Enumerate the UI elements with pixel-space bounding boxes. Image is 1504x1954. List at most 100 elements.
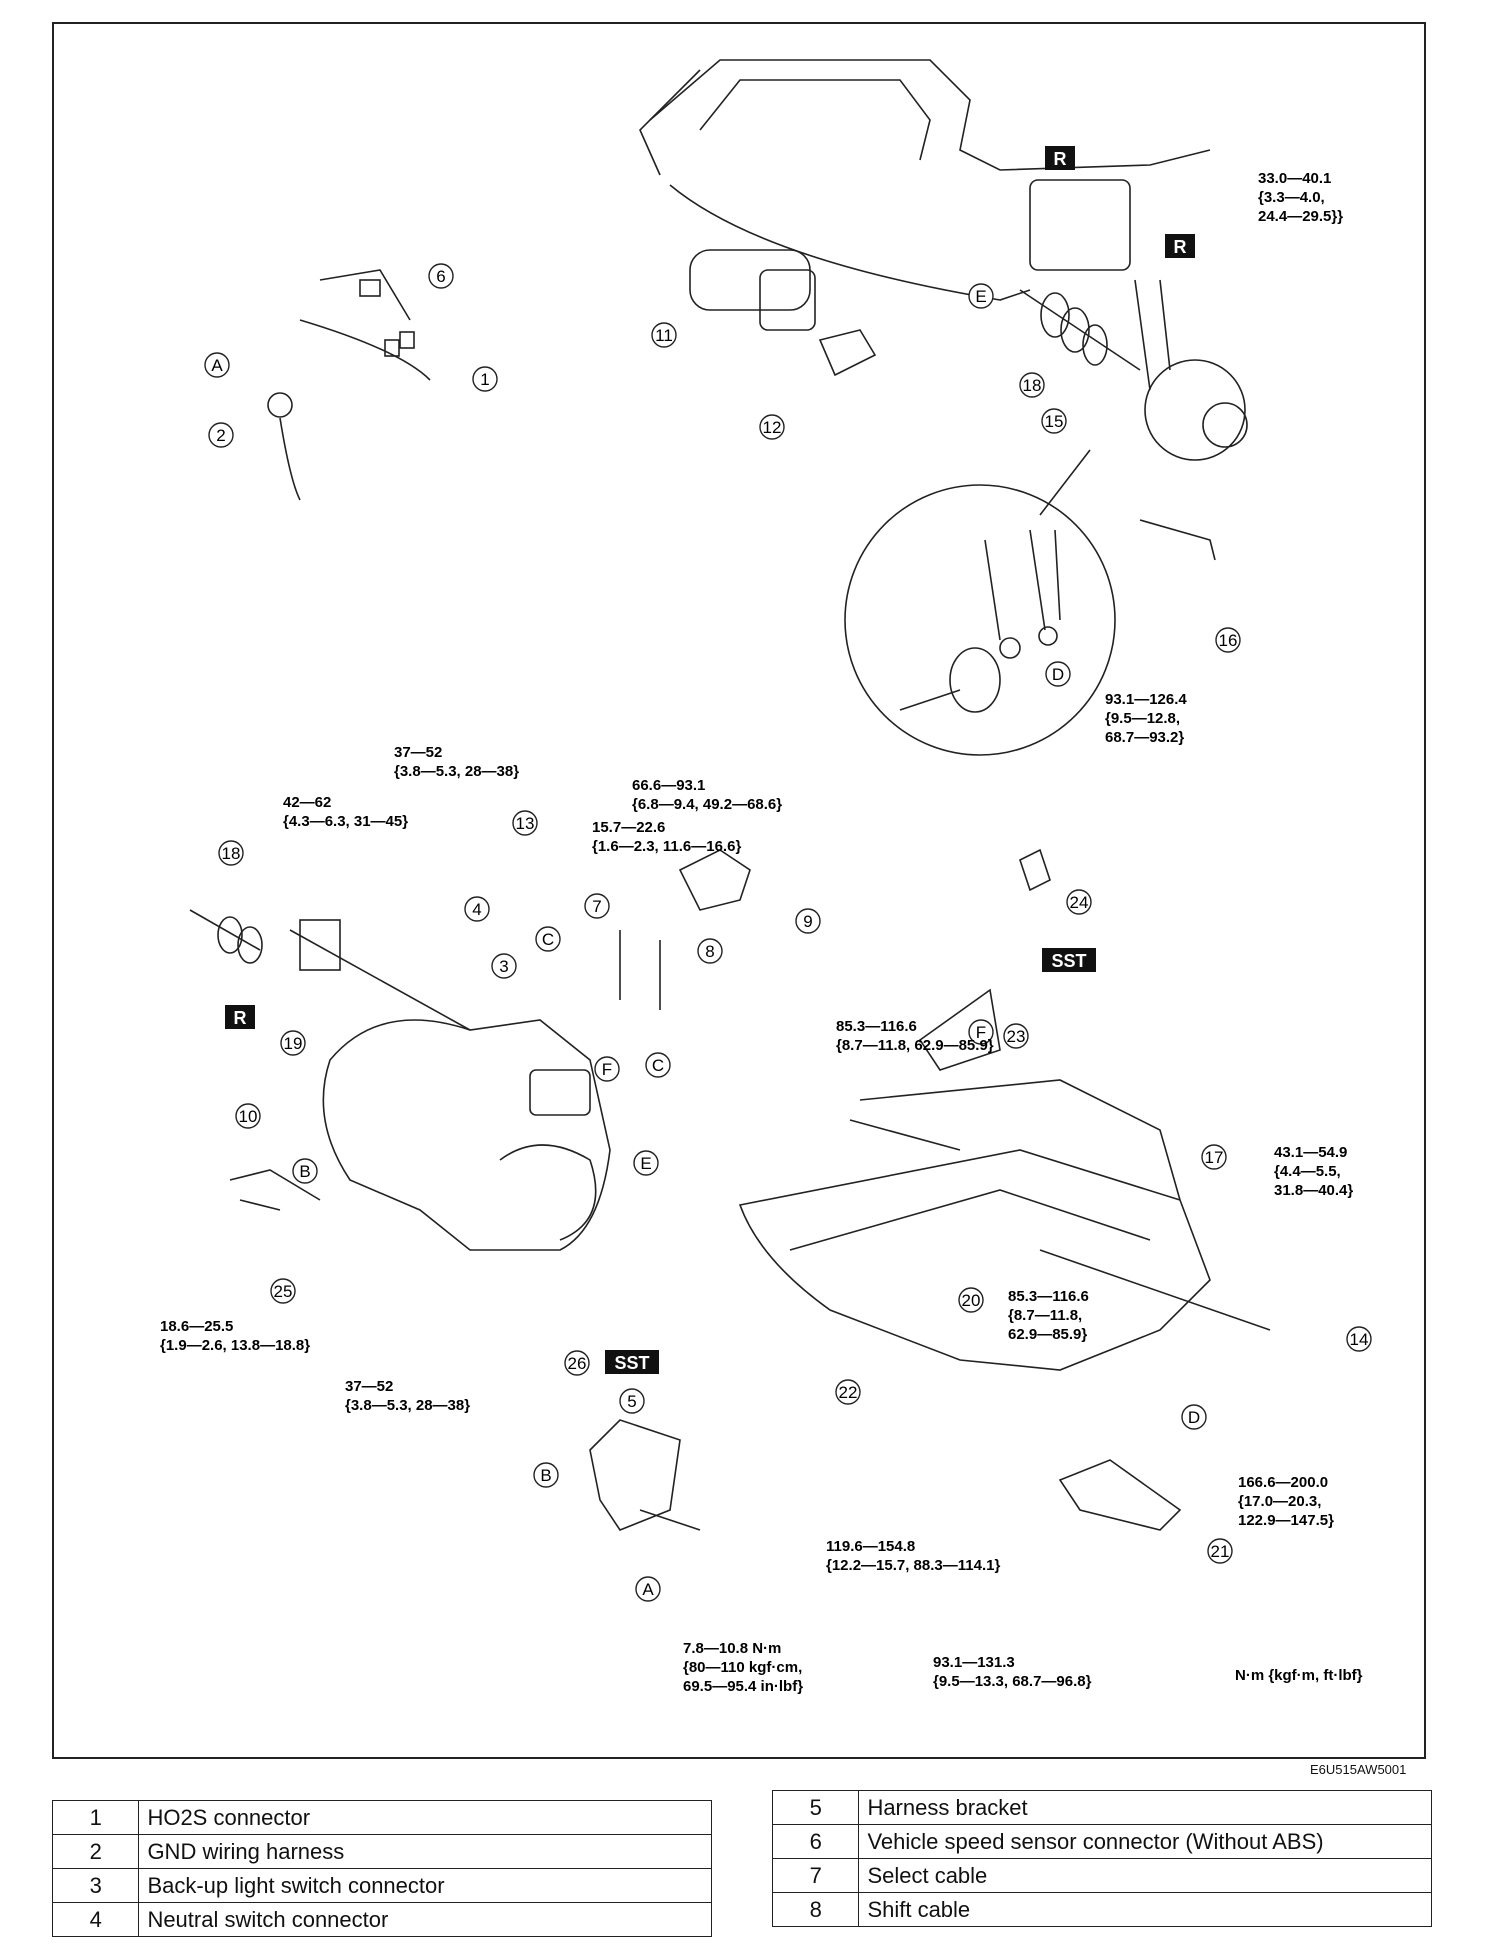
svg-text:20: 20	[962, 1291, 981, 1310]
callout-1: 1	[472, 366, 498, 392]
torque-line: {1.6—2.3, 11.6—16.6}	[592, 838, 741, 855]
drive-shaft-upper	[1019, 289, 1141, 371]
callout-layer: 1234567891011121314151617181819202122232…	[204, 146, 1372, 1602]
torque-line: 31.8—40.4}	[1274, 1182, 1353, 1199]
select-shift-cables	[619, 930, 661, 1010]
diagram-frame	[52, 22, 1426, 1759]
legend-num: 2	[51, 1834, 140, 1869]
shift-cable-bracket	[229, 1169, 321, 1211]
svg-text:SST: SST	[614, 1353, 649, 1373]
engine-outline	[649, 59, 1211, 171]
torque-line: 119.6—154.8	[826, 1538, 915, 1555]
callout-c2: C	[645, 1052, 671, 1078]
torque-spec-t15: 93.1—131.3{9.5—13.3, 68.7—96.8}	[933, 1654, 1092, 1690]
callout-24: 24	[1066, 889, 1092, 915]
legend-label: HO2S connector	[138, 1800, 712, 1835]
svg-text:D: D	[1188, 1408, 1200, 1427]
torque-spec-t10: 18.6—25.5{1.9—2.6, 13.8—18.8}	[160, 1318, 310, 1354]
callout-26: 26	[564, 1350, 590, 1376]
harness-bracket-bolt	[639, 1509, 701, 1531]
callout-19: 19	[280, 1030, 306, 1056]
legend-label: Harness bracket	[858, 1790, 1432, 1825]
svg-text:C: C	[652, 1056, 664, 1075]
legend-label: GND wiring harness	[138, 1834, 712, 1869]
callout-3: 3	[491, 953, 517, 979]
legend-label: Select cable	[858, 1858, 1432, 1893]
callout-a2: A	[635, 1576, 661, 1602]
torque-line: 122.9—147.5}	[1238, 1512, 1334, 1529]
svg-text:F: F	[976, 1023, 986, 1042]
callout-7: 7	[584, 893, 610, 919]
harness-bracket	[589, 1419, 681, 1531]
svg-text:17: 17	[1205, 1148, 1224, 1167]
starter-motor	[689, 249, 877, 377]
callout-d1: D	[1045, 661, 1071, 687]
torque-spec-t3: 37—52{3.8—5.3, 28—38}	[394, 744, 519, 780]
callout-4: 4	[464, 896, 490, 922]
callout-6: 6	[428, 263, 454, 289]
steering-knuckle	[1134, 279, 1248, 461]
svg-text:13: 13	[516, 814, 535, 833]
torque-layer: 33.0—40.1{3.3—4.0,24.4—29.5}}93.1—126.4{…	[160, 170, 1353, 1695]
torque-line: {4.3—6.3, 31—45}	[283, 813, 408, 830]
svg-text:16: 16	[1219, 631, 1238, 650]
callout-12: 12	[759, 414, 785, 440]
torque-line: {9.5—12.8,	[1105, 710, 1180, 727]
callout-21: 21	[1207, 1538, 1233, 1564]
svg-text:4: 4	[472, 900, 481, 919]
callout-b1: B	[292, 1158, 318, 1184]
cable-bracket	[678, 849, 751, 911]
svg-text:14: 14	[1350, 1330, 1369, 1349]
svg-text:24: 24	[1070, 893, 1089, 912]
torque-line: 68.7—93.2}	[1105, 729, 1184, 746]
legend-label: Neutral switch connector	[138, 1902, 712, 1937]
svg-text:18: 18	[1023, 376, 1042, 395]
tie-rod-end	[1139, 519, 1216, 561]
legend-num: 7	[771, 1858, 860, 1893]
svg-text:1: 1	[480, 370, 489, 389]
callout-22: 22	[835, 1379, 861, 1405]
callout-f2: F	[968, 1019, 994, 1045]
units-note: N·m {kgf·m, ft·lbf}	[1235, 1667, 1363, 1684]
torque-line: 37—52	[345, 1378, 393, 1395]
callout-e2: E	[633, 1150, 659, 1176]
torque-spec-t8: 43.1—54.9{4.4—5.5,31.8—40.4}	[1274, 1144, 1353, 1199]
callout-18a: 18	[218, 840, 244, 866]
svg-text:C: C	[542, 930, 554, 949]
svg-text:12: 12	[763, 418, 782, 437]
torque-line: {4.4—5.5,	[1274, 1163, 1341, 1180]
callout-9: 9	[795, 908, 821, 934]
svg-text:23: 23	[1007, 1027, 1026, 1046]
speed-sensor-connector	[359, 279, 381, 297]
legend-num: 6	[771, 1824, 860, 1859]
torque-line: 42—62	[283, 794, 331, 811]
torque-line: {12.2—15.7, 88.3—114.1}	[826, 1557, 1000, 1574]
svg-text:15: 15	[1045, 412, 1064, 431]
transaxle-mount	[918, 988, 1001, 1071]
torque-line: {8.7—11.8,	[1008, 1307, 1082, 1324]
torque-line: {3.3—4.0,	[1258, 189, 1325, 206]
svg-text:11: 11	[655, 326, 673, 345]
ho2s-connector-b	[399, 331, 415, 349]
torque-spec-t9: 85.3—116.6{8.7—11.8,62.9—85.9}	[1008, 1288, 1089, 1343]
svg-text:3: 3	[499, 957, 508, 976]
svg-text:10: 10	[239, 1107, 258, 1126]
figure-code: E6U515AW5001	[1310, 1762, 1407, 1777]
svg-text:21: 21	[1211, 1542, 1230, 1561]
engine-cover	[639, 69, 931, 176]
svg-text:B: B	[540, 1466, 551, 1485]
callout-2: 2	[208, 422, 234, 448]
r-tag-3: R	[225, 1005, 255, 1029]
callout-14: 14	[1346, 1326, 1372, 1352]
sst-tag-1: SST	[1042, 948, 1096, 972]
torque-line: {80—110 kgf·cm,	[683, 1659, 802, 1676]
callout-16: 16	[1215, 627, 1241, 653]
torque-spec-t14: 7.8—10.8 N·m{80—110 kgf·cm,69.5—95.4 in·…	[683, 1640, 803, 1695]
svg-text:2: 2	[216, 426, 225, 445]
callout-b2: B	[533, 1462, 559, 1488]
